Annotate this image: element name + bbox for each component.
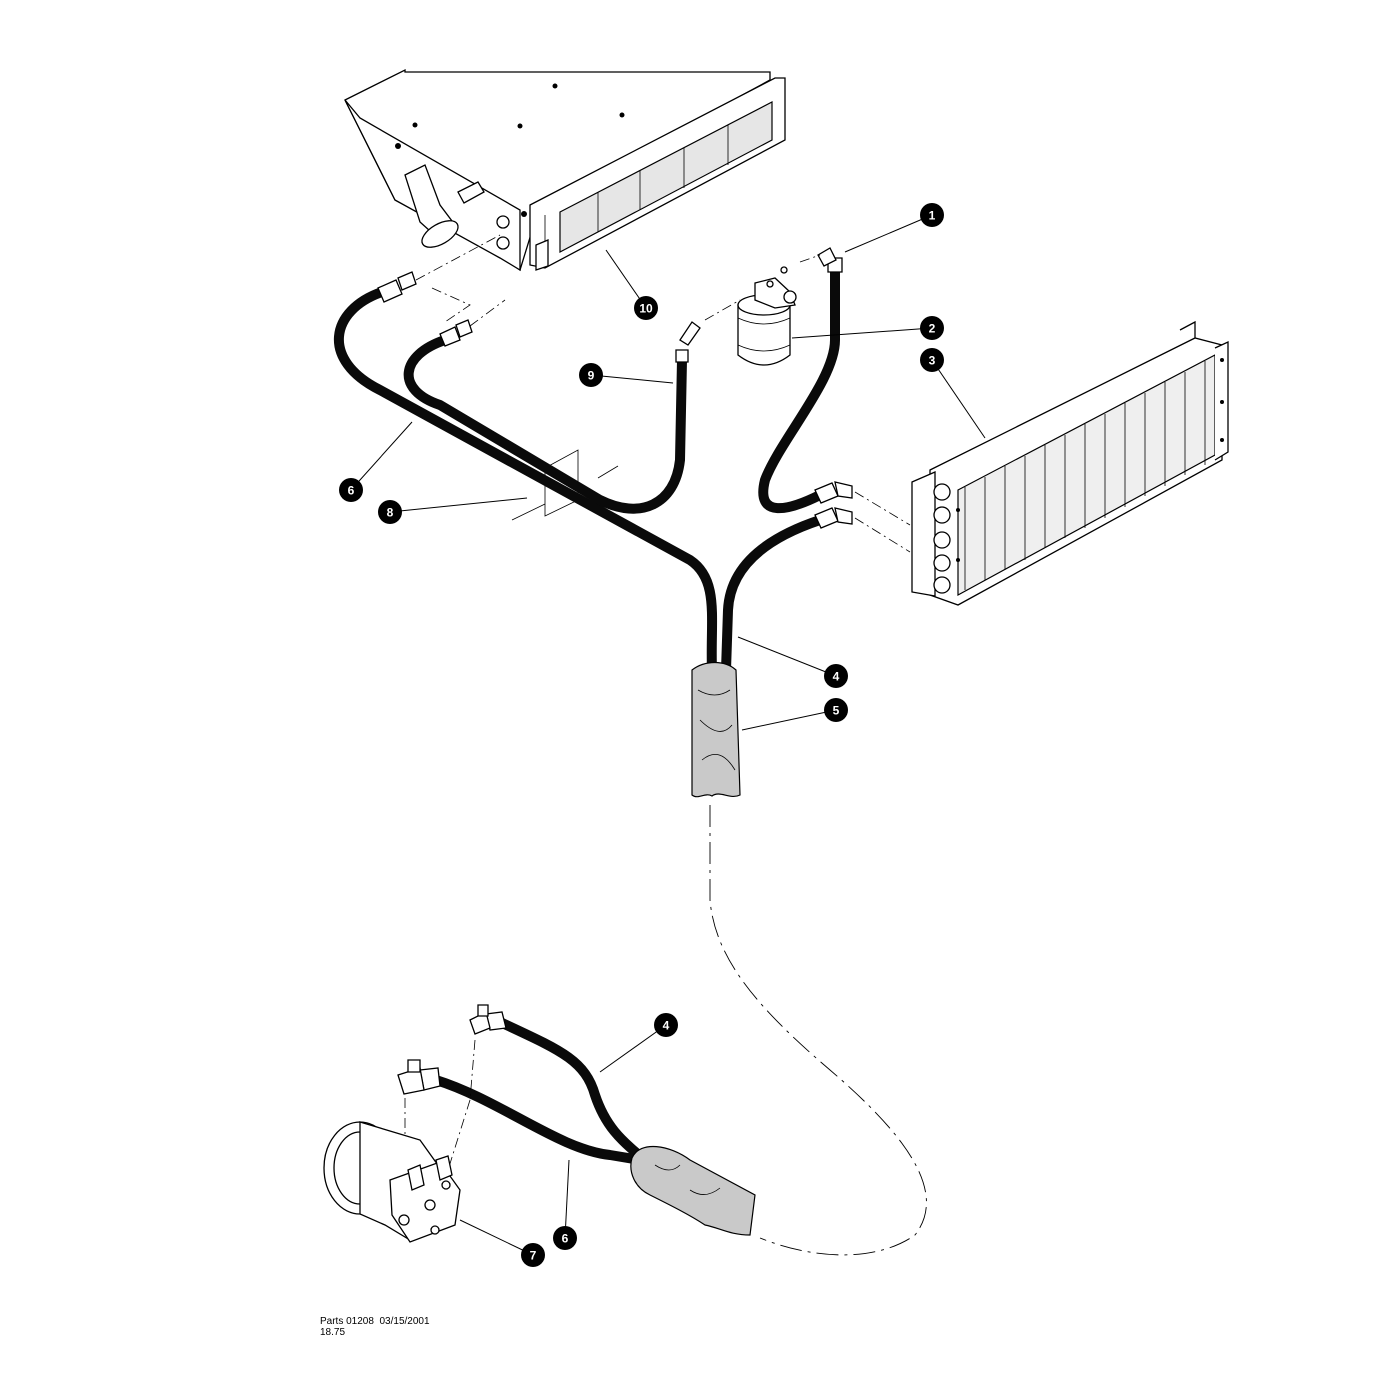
compressor [323, 1121, 461, 1243]
callout-7: 7 [521, 1243, 545, 1267]
drawing-reference: Parts 01208 03/15/2001 18.75 [320, 1316, 430, 1338]
callout-6-bottom-label: 6 [562, 1232, 569, 1246]
callout-9-label: 9 [588, 369, 595, 383]
callout-9: 9 [579, 363, 603, 387]
callout-4-bottom-badge [654, 1013, 678, 1037]
callout-10: 10 [634, 296, 658, 320]
callout-10-label: 10 [639, 302, 653, 316]
callout-8: 8 [378, 500, 402, 524]
callout-1: 1 [920, 203, 944, 227]
callout-8-label: 8 [387, 506, 394, 520]
callout-5-badge [824, 698, 848, 722]
callout-1-badge [920, 203, 944, 227]
callout-4-bottom: 4 [654, 1013, 678, 1037]
callout-10-badge [634, 296, 658, 320]
hose-route-line [709, 805, 927, 1256]
callout-3-badge [920, 348, 944, 372]
callout-4-top-badge [824, 664, 848, 688]
callout-4-top-label: 4 [833, 670, 840, 684]
callout-2: 2 [920, 316, 944, 340]
callout-5: 5 [824, 698, 848, 722]
callout-6-top-label: 6 [348, 484, 355, 498]
callout-2-badge [920, 316, 944, 340]
hose-assembly-top [334, 234, 911, 798]
callout-4-top: 4 [824, 664, 848, 688]
callout-7-label: 7 [530, 1249, 537, 1263]
callout-5-label: 5 [833, 704, 840, 718]
callout-2-label: 2 [929, 322, 936, 336]
callout-4-bottom-label: 4 [663, 1019, 670, 1033]
receiver-drier [737, 266, 797, 366]
callout-group: 1 2 3 4 5 6 8 9 10 4 6 7 [339, 203, 944, 1267]
hose-assembly-bottom [397, 1004, 756, 1236]
callout-3-label: 3 [929, 354, 936, 368]
callout-6-top-badge [339, 478, 363, 502]
callout-3: 3 [920, 348, 944, 372]
callout-1-label: 1 [929, 209, 936, 223]
condenser [911, 320, 1229, 606]
callout-6-top: 6 [339, 478, 363, 502]
evaporator-unit [344, 68, 786, 272]
drawing-reference-line-2: 18.75 [320, 1327, 346, 1338]
leader-lines [350, 214, 986, 1256]
callout-9-badge [579, 363, 603, 387]
callout-8-badge [378, 500, 402, 524]
drawing-reference-line-1: Parts 01208 03/15/2001 [320, 1316, 430, 1327]
callout-6-bottom-badge [553, 1226, 577, 1250]
callout-6-bottom: 6 [553, 1226, 577, 1250]
callout-7-badge [521, 1243, 545, 1267]
